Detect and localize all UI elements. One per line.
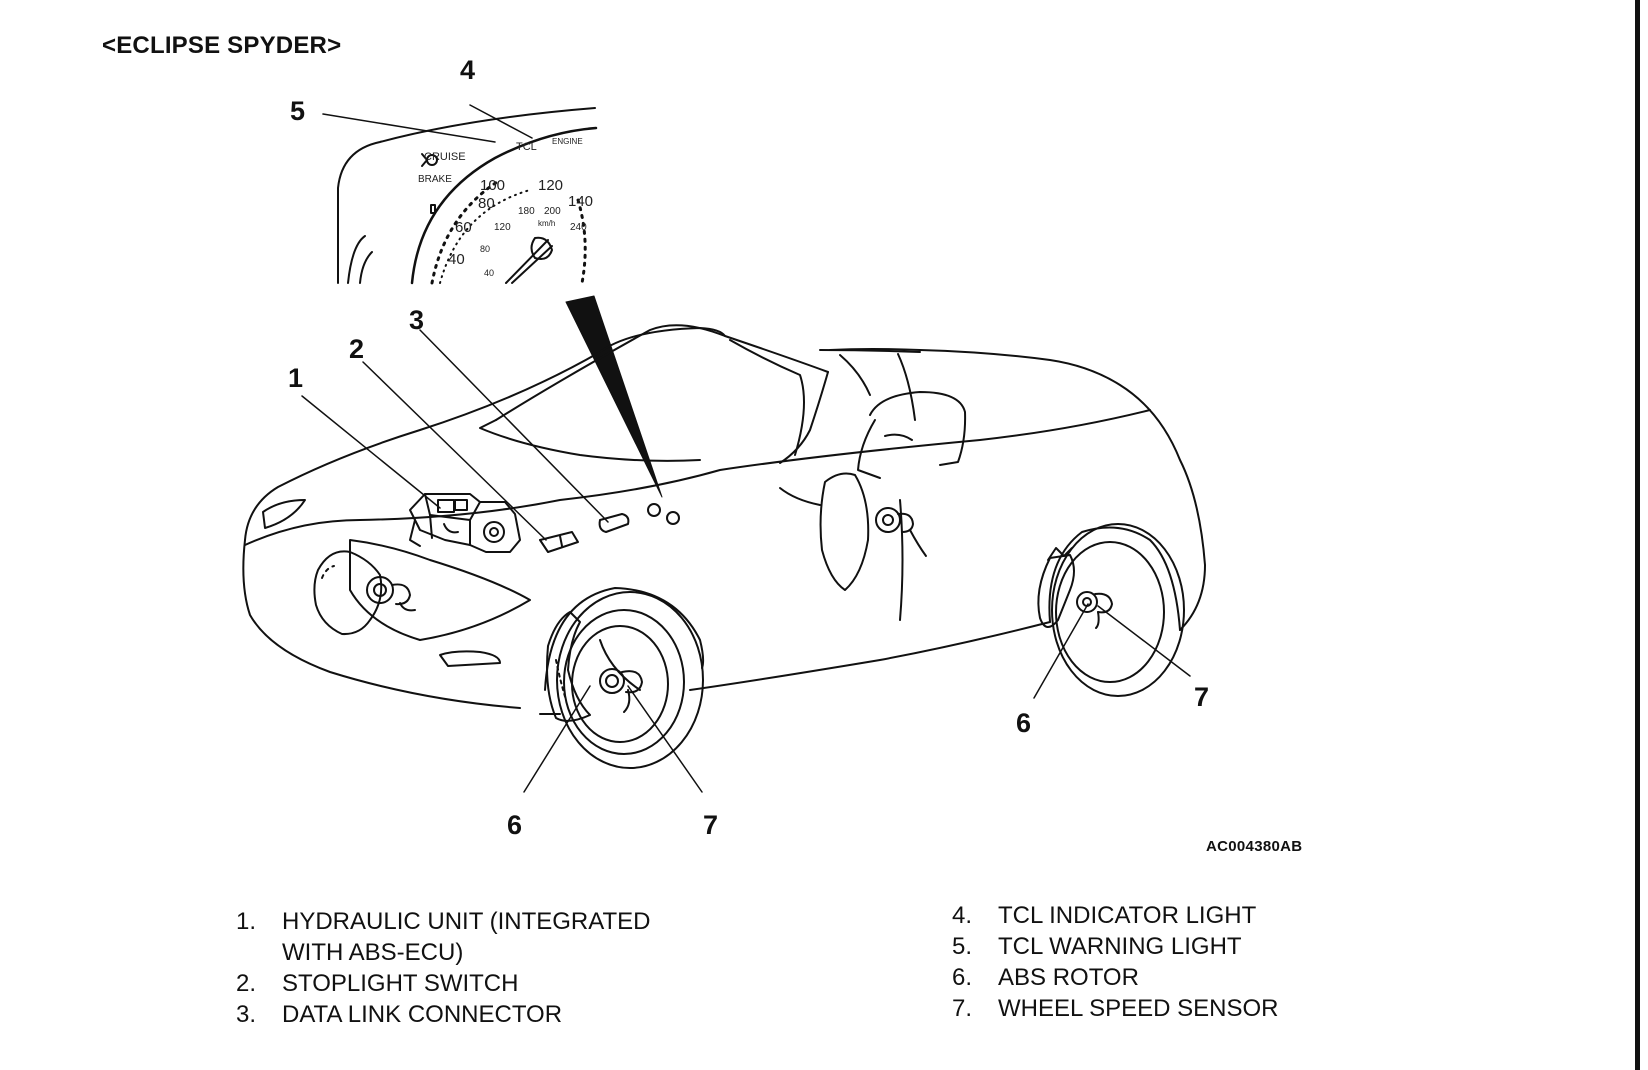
windshield: [479, 324, 921, 464]
instrument-cluster-inset: CRUISE BRAKE TCL ENGINE 100 120 140 80 6…: [337, 107, 598, 285]
legend-item: 3. DATA LINK CONNECTOR: [236, 999, 650, 1030]
gauge-engine-label: ENGINE: [552, 137, 583, 146]
gauge-kmh-unit: km/h: [538, 219, 555, 228]
front-wheel-speed-sensor: [599, 668, 643, 713]
legend-text: TCL WARNING LIGHT: [998, 933, 1242, 960]
diagram-title: <ECLIPSE SPYDER>: [102, 32, 342, 59]
dash-indicator-5: [666, 511, 680, 525]
legend-number: 3.: [236, 1001, 257, 1028]
page-border-right: [1635, 0, 1640, 1070]
callout-5: 5: [290, 96, 305, 126]
callout-7-rear: 7: [1194, 682, 1209, 712]
hydraulic-unit: [409, 493, 521, 553]
rear-wheel: [1037, 523, 1185, 697]
data-link-connector: [598, 513, 630, 533]
legend-item: 7. WHEEL SPEED SENSOR: [952, 993, 1279, 1024]
legend-text: HYDRAULIC UNIT (INTEGRATED: [282, 908, 651, 935]
dash-indicator-4: [647, 503, 661, 517]
legend-left: 1. HYDRAULIC UNIT (INTEGRATED WITH ABS-E…: [236, 906, 650, 1030]
front-left-brake-cutaway: [313, 550, 416, 636]
stoplight-switch: [539, 531, 579, 553]
legend-text-continuation: WITH ABS-ECU): [282, 939, 464, 966]
legend-item: 2. STOPLIGHT SWITCH: [236, 968, 650, 999]
gauge-speed-100: 100: [480, 177, 505, 194]
gauge-kmh-180: 180: [518, 206, 535, 217]
gauge-tcl-label: TCL: [516, 141, 537, 153]
gauge-speed-140: 140: [568, 193, 593, 210]
legend-item: 4. TCL INDICATOR LIGHT: [952, 900, 1279, 931]
legend-text: STOPLIGHT SWITCH: [282, 970, 519, 997]
callout-3: 3: [409, 305, 424, 335]
car-body: [242, 327, 1206, 715]
gauge-speed-40: 40: [448, 251, 465, 268]
legend-number: 5.: [952, 933, 973, 960]
gauge-speed-80: 80: [478, 195, 495, 212]
callout-6-front: 6: [507, 810, 522, 840]
gauge-kmh-80: 80: [480, 244, 490, 254]
seat: [857, 391, 967, 479]
legend-text: DATA LINK CONNECTOR: [282, 1001, 563, 1028]
gauge-kmh-240: 240: [570, 222, 587, 233]
figure-code: AC004380AB: [1206, 838, 1303, 855]
leader-lines: [301, 104, 1191, 793]
legend-text: ABS ROTOR: [998, 964, 1139, 991]
legend-right: 4. TCL INDICATOR LIGHT 5. TCL WARNING LI…: [952, 900, 1279, 1024]
gauge-speed-60: 60: [455, 219, 472, 236]
legend-number: 7.: [952, 995, 973, 1022]
legend-item: 1. HYDRAULIC UNIT (INTEGRATED: [236, 906, 650, 937]
legend-text: TCL INDICATOR LIGHT: [998, 902, 1257, 929]
gauge-cruise-label: CRUISE: [424, 151, 466, 163]
legend-item: 5. TCL WARNING LIGHT: [952, 931, 1279, 962]
inset-pointer-wedge: [565, 295, 663, 498]
callout-4: 4: [460, 55, 475, 85]
gauge-speed-120: 120: [538, 177, 563, 194]
callout-6-rear: 6: [1016, 708, 1031, 738]
gauge-kmh-40: 40: [484, 268, 494, 278]
gauge-kmh-120: 120: [494, 222, 511, 233]
callout-7-front: 7: [703, 810, 718, 840]
legend-number: 1.: [236, 908, 257, 935]
legend-number: 2.: [236, 970, 257, 997]
rear-wheel-speed-sensor: [1076, 591, 1113, 629]
legend-number: 6.: [952, 964, 973, 991]
gauge-kmh-200: 200: [544, 206, 561, 217]
rear-left-brake-cutaway: [819, 472, 927, 591]
legend-text: WHEEL SPEED SENSOR: [998, 995, 1279, 1022]
callout-2: 2: [349, 334, 364, 364]
legend-item: 6. ABS ROTOR: [952, 962, 1279, 993]
gauge-brake-label: BRAKE: [418, 174, 452, 185]
callout-1: 1: [288, 363, 303, 393]
front-wheel: [544, 587, 705, 769]
legend-number: 4.: [952, 902, 973, 929]
